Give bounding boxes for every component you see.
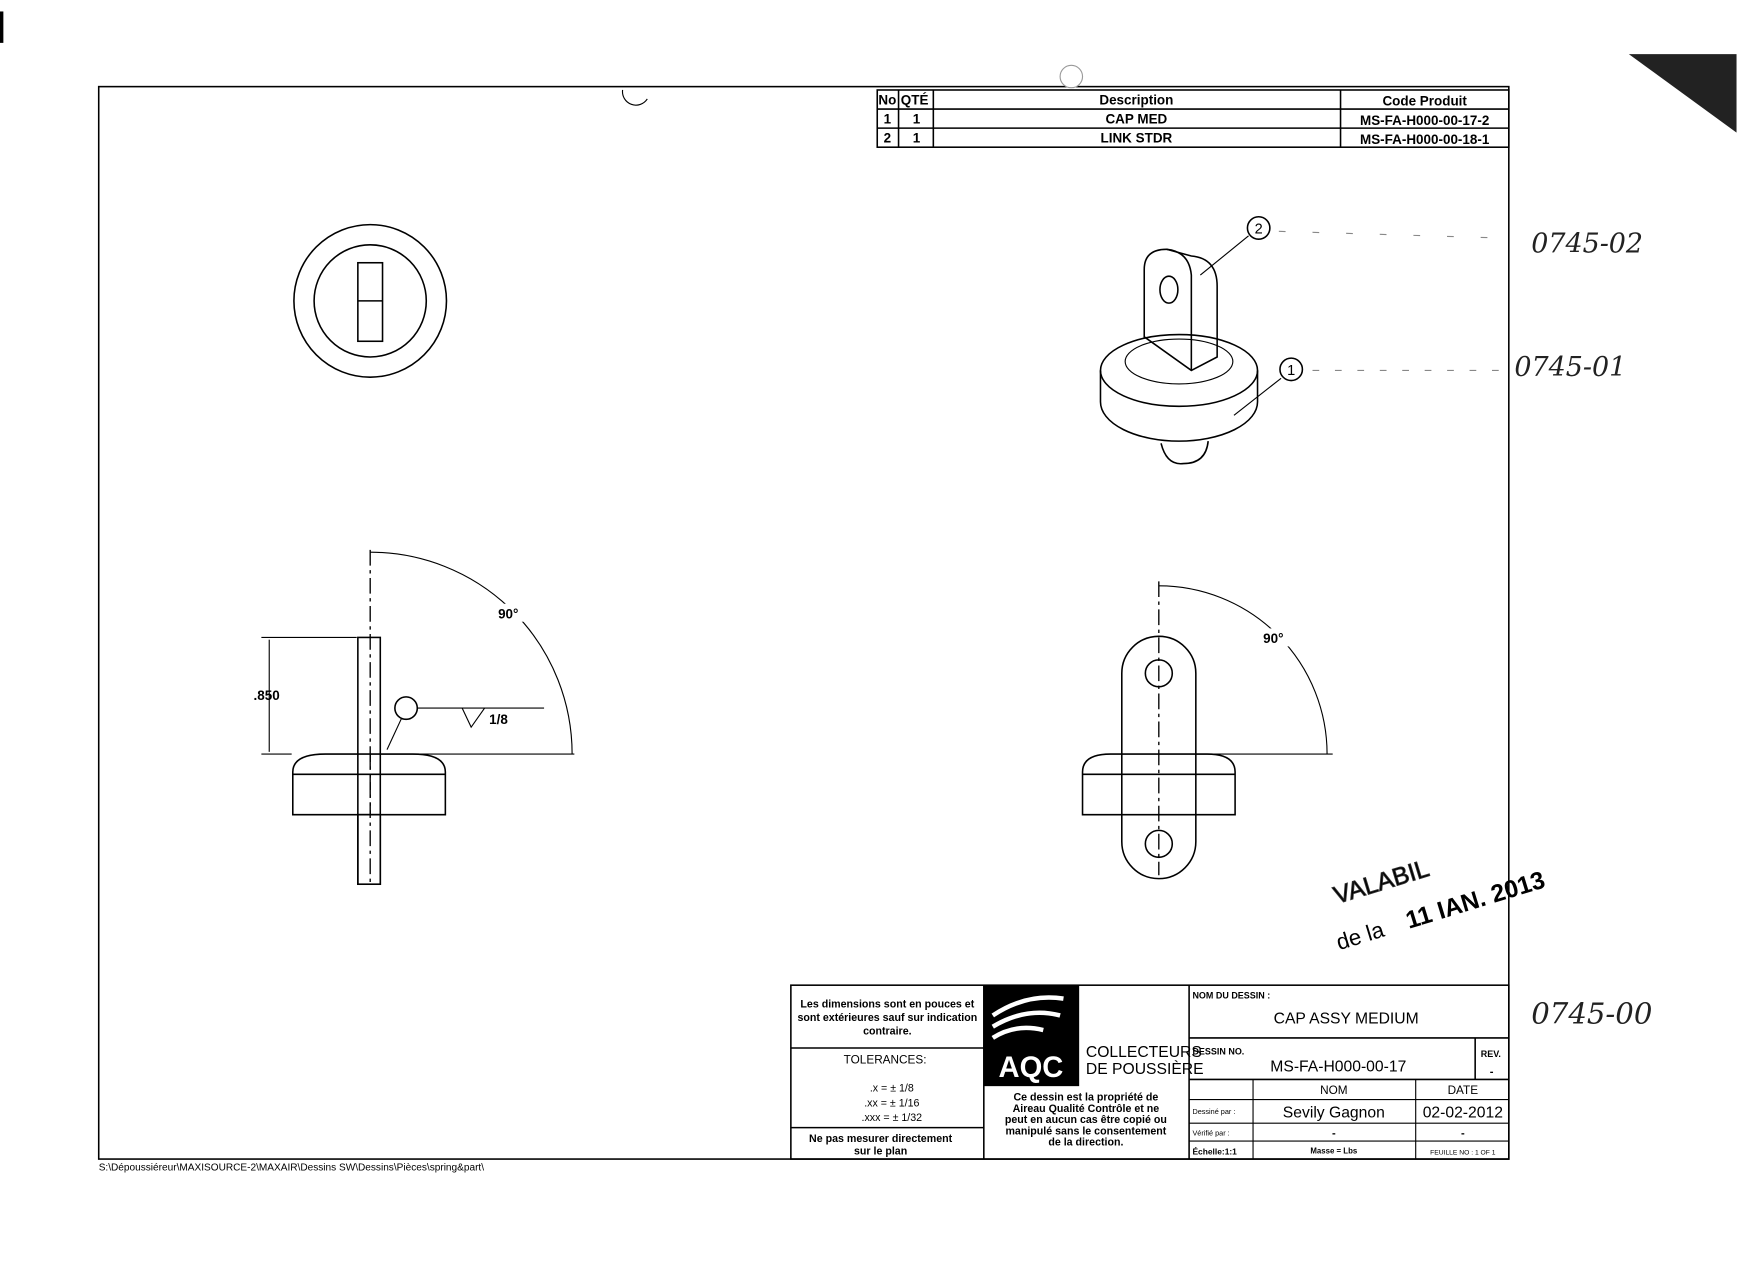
property-note: Ce dessin est la propriété de <box>1013 1092 1158 1104</box>
drawn-by: Sevily Gagnon <box>1283 1105 1385 1122</box>
bom-row: 2 1 LINK STDR MS-FA-H000-00-18-1 <box>884 131 1490 147</box>
bom-cell-code: MS-FA-H000-00-18-1 <box>1360 132 1490 147</box>
scan-mark <box>0 11 4 43</box>
handwritten-part2: 0745-02 <box>1531 229 1643 260</box>
bom-cell-qty: 1 <box>913 131 921 146</box>
balloon-2-label: 2 <box>1255 222 1263 238</box>
drawing-number-label: DESSIN NO. <box>1192 1047 1244 1057</box>
top-view <box>293 223 448 378</box>
property-note: Aireau Qualité Contrôle et ne <box>1013 1103 1160 1115</box>
dimension-angle-right: 90° <box>1263 631 1283 646</box>
drawing-number: MS-FA-H000-00-17 <box>1270 1059 1406 1076</box>
stamp-prefix: de la <box>1333 917 1387 955</box>
units-note: Les dimensions sont en pouces et <box>800 999 974 1011</box>
dimension-angle-left: 90° <box>498 606 518 621</box>
units-note: contraire. <box>863 1026 912 1038</box>
no-measure-note: sur le plan <box>854 1146 907 1158</box>
isometric-view: 2 1 <box>1099 215 1504 465</box>
approval-stamp: VALABIL de la 11 IAN. 2013 <box>1330 855 1548 955</box>
col-date: DATE <box>1448 1084 1479 1097</box>
drawn-date: 02-02-2012 <box>1423 1105 1503 1122</box>
bom-cell-code: MS-FA-H000-00-17-2 <box>1360 113 1489 128</box>
weld-symbol-size: 1/8 <box>489 712 508 727</box>
tolerance-value: .x = ± 1/8 <box>870 1083 914 1095</box>
mass: Masse = Lbs <box>1310 1146 1358 1155</box>
rev-value: - <box>1490 1066 1494 1078</box>
bom-table: No QTÉ Description Code Produit 1 1 CAP … <box>876 64 1510 148</box>
side-view: .850 90° 1/8 <box>254 549 575 887</box>
property-note: peut en aucun cas être copié ou <box>1005 1114 1167 1126</box>
drawn-label: Dessiné par : <box>1192 1107 1235 1116</box>
no-measure-note: Ne pas mesurer directement <box>809 1133 953 1145</box>
drawing-name: CAP ASSY MEDIUM <box>1274 1010 1419 1027</box>
handwritten-part1: 0745-01 <box>1514 352 1626 383</box>
title-block: Les dimensions sont en pouces et sont ex… <box>790 984 1510 1160</box>
balloon-2 <box>1246 215 1271 240</box>
property-note: manipulé sans le consentement <box>1005 1125 1166 1137</box>
bom-cell-qty: 1 <box>913 112 921 127</box>
checked-label: Vérifié par : <box>1192 1129 1229 1138</box>
file-path: S:\Dépoussiéreur\MAXISOURCE-2\MAXAIR\Des… <box>99 1162 485 1173</box>
bom-cell-description: LINK STDR <box>1101 131 1173 146</box>
sheet-number: FEUILLE NO : 1 OF 1 <box>1430 1150 1496 1157</box>
punch-hole <box>621 89 648 106</box>
bom-header-description: Description <box>1099 93 1173 108</box>
handwritten-assembly: 0745-00 <box>1531 996 1652 1030</box>
punch-hole <box>1059 64 1084 89</box>
tolerances-label: TOLERANCES: <box>844 1054 927 1067</box>
col-nom: NOM <box>1320 1084 1347 1097</box>
scale: Échelle:1:1 <box>1192 1146 1237 1157</box>
company-name: DE POUSSIÈRE <box>1086 1059 1204 1078</box>
bom-header-no: No <box>878 93 896 108</box>
rev-label: REV. <box>1481 1049 1501 1059</box>
property-note: de la direction. <box>1048 1137 1123 1149</box>
aqc-logo-text: AQC <box>999 1052 1064 1084</box>
bom-header-qty: QTÉ <box>901 93 929 108</box>
units-note: sont extérieures sauf sur indication <box>797 1012 977 1024</box>
checked-by: - <box>1332 1128 1336 1140</box>
front-view: 90° <box>1081 581 1333 880</box>
bom-row: 1 1 CAP MED MS-FA-H000-00-17-2 <box>884 112 1490 128</box>
company-name: COLLECTEURS <box>1086 1044 1202 1061</box>
bom-cell-no: 2 <box>884 131 891 146</box>
dimension-height: .850 <box>254 688 280 703</box>
drawing-name-label: NOM DU DESSIN : <box>1192 991 1270 1001</box>
scan-corner <box>1628 54 1737 133</box>
checked-date: - <box>1461 1128 1465 1140</box>
bom-header-code: Code Produit <box>1382 94 1467 109</box>
tolerance-value: .xx = ± 1/16 <box>864 1097 919 1109</box>
balloon-1 <box>1279 357 1304 382</box>
bom-cell-description: CAP MED <box>1105 112 1167 127</box>
balloon-1-label: 1 <box>1287 363 1295 379</box>
stamp-line1: VALABIL <box>1331 855 1433 910</box>
tolerance-value: .xxx = ± 1/32 <box>862 1112 923 1124</box>
bom-cell-no: 1 <box>884 112 892 127</box>
